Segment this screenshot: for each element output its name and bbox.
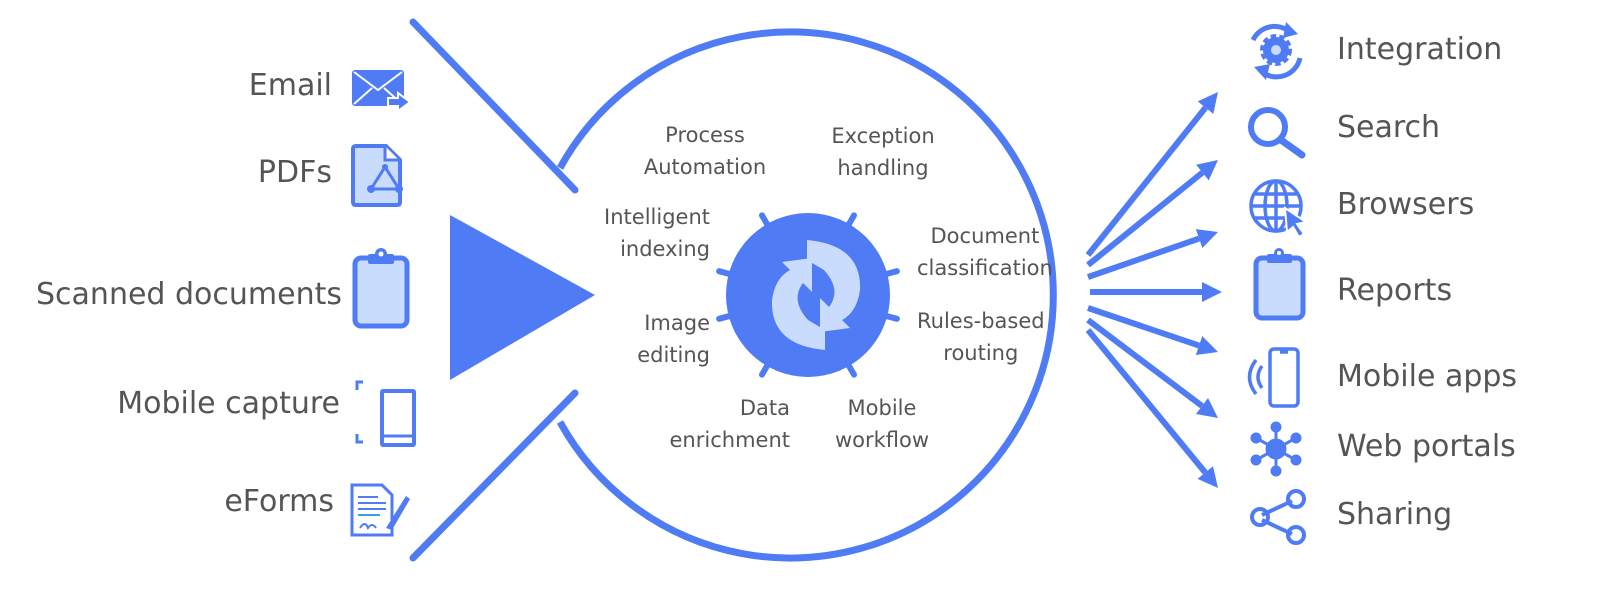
- hub-spike: [759, 361, 771, 378]
- input-label-pdfs: PDFs: [257, 155, 332, 190]
- process-mobile-workflow: Mobile workflow: [812, 392, 952, 456]
- process-document-classification: Document classification: [917, 220, 1053, 284]
- line: Document: [930, 224, 1040, 248]
- mobile-phone-icon: [1247, 347, 1300, 408]
- line: handling: [837, 156, 929, 180]
- line: Image: [644, 311, 710, 335]
- sync-hub-icon: [716, 212, 900, 378]
- process-circle: [556, 28, 1057, 562]
- globe-cursor-icon: [1249, 179, 1309, 239]
- hub-spike: [882, 312, 900, 322]
- output-label-search: Search: [1337, 110, 1441, 145]
- line: workflow: [834, 428, 930, 452]
- funnel-line-bottom: [409, 389, 579, 562]
- output-label-web-portals: Web portals: [1337, 429, 1516, 464]
- process-image-editing: Image editing: [637, 307, 710, 371]
- output-arrow-line: [1087, 235, 1201, 280]
- process-data-enrichment: Data enrichment: [630, 392, 790, 456]
- reports-clipboard-icon: [1253, 248, 1306, 321]
- output-label-browsers: Browsers: [1337, 187, 1475, 222]
- input-label-email: Email: [248, 68, 332, 103]
- output-arrows: [1085, 92, 1222, 488]
- clipboard-icon: [352, 248, 410, 329]
- line: Process: [665, 123, 745, 147]
- line: editing: [637, 343, 710, 367]
- output-arrow-head: [1195, 336, 1218, 356]
- funnel-line-top: [409, 18, 579, 194]
- line: Data: [739, 396, 790, 420]
- mobile-capture-icon: [355, 380, 416, 447]
- line: routing: [943, 341, 1019, 365]
- pdf-icon: [351, 144, 403, 207]
- eform-icon: [350, 483, 410, 537]
- output-arrow-head: [1195, 229, 1218, 248]
- line: indexing: [620, 237, 710, 261]
- line: Automation: [643, 155, 767, 179]
- hub-spike: [845, 361, 857, 378]
- line: Mobile: [847, 396, 917, 420]
- output-label-reports: Reports: [1337, 273, 1453, 308]
- input-label-eforms: eForms: [224, 484, 334, 519]
- output-label-integration: Integration: [1337, 32, 1503, 67]
- email-icon: [352, 70, 412, 113]
- output-arrow-line: [1085, 328, 1208, 475]
- share-icon: [1250, 489, 1306, 545]
- process-intelligent-indexing: Intelligent indexing: [604, 201, 710, 265]
- output-arrow-head: [1196, 160, 1218, 181]
- output-arrow-head: [1202, 282, 1222, 302]
- output-label-mobile-apps: Mobile apps: [1337, 359, 1518, 394]
- input-label-mobile-capture: Mobile capture: [117, 386, 340, 421]
- output-arrow-line: [1085, 105, 1208, 257]
- search-icon: [1248, 107, 1306, 159]
- hub-icon: [1250, 421, 1302, 477]
- input-label-scanned: Scanned documents: [36, 277, 342, 312]
- output-label-sharing: Sharing: [1337, 497, 1453, 532]
- hub-spike: [716, 312, 734, 322]
- output-arrow-line: [1087, 305, 1201, 349]
- hub-spike: [716, 268, 734, 278]
- line: Exception: [831, 124, 935, 148]
- output-arrow-head: [1196, 397, 1218, 418]
- process-exception-handling: Exception handling: [808, 120, 958, 184]
- line: classification: [917, 256, 1053, 280]
- output-arrow-head: [1197, 92, 1218, 114]
- line: enrichment: [669, 428, 790, 452]
- integration-gear-icon: [1250, 22, 1303, 80]
- output-arrow-line: [1086, 170, 1205, 268]
- input-arrow-triangle: [450, 215, 595, 380]
- line: Rules-based: [917, 309, 1045, 333]
- process-rules-based-routing: Rules-based routing: [917, 305, 1045, 369]
- hub-spike: [882, 268, 900, 278]
- output-arrow-line: [1086, 317, 1204, 409]
- output-arrow-head: [1197, 466, 1218, 488]
- line: Intelligent: [604, 205, 710, 229]
